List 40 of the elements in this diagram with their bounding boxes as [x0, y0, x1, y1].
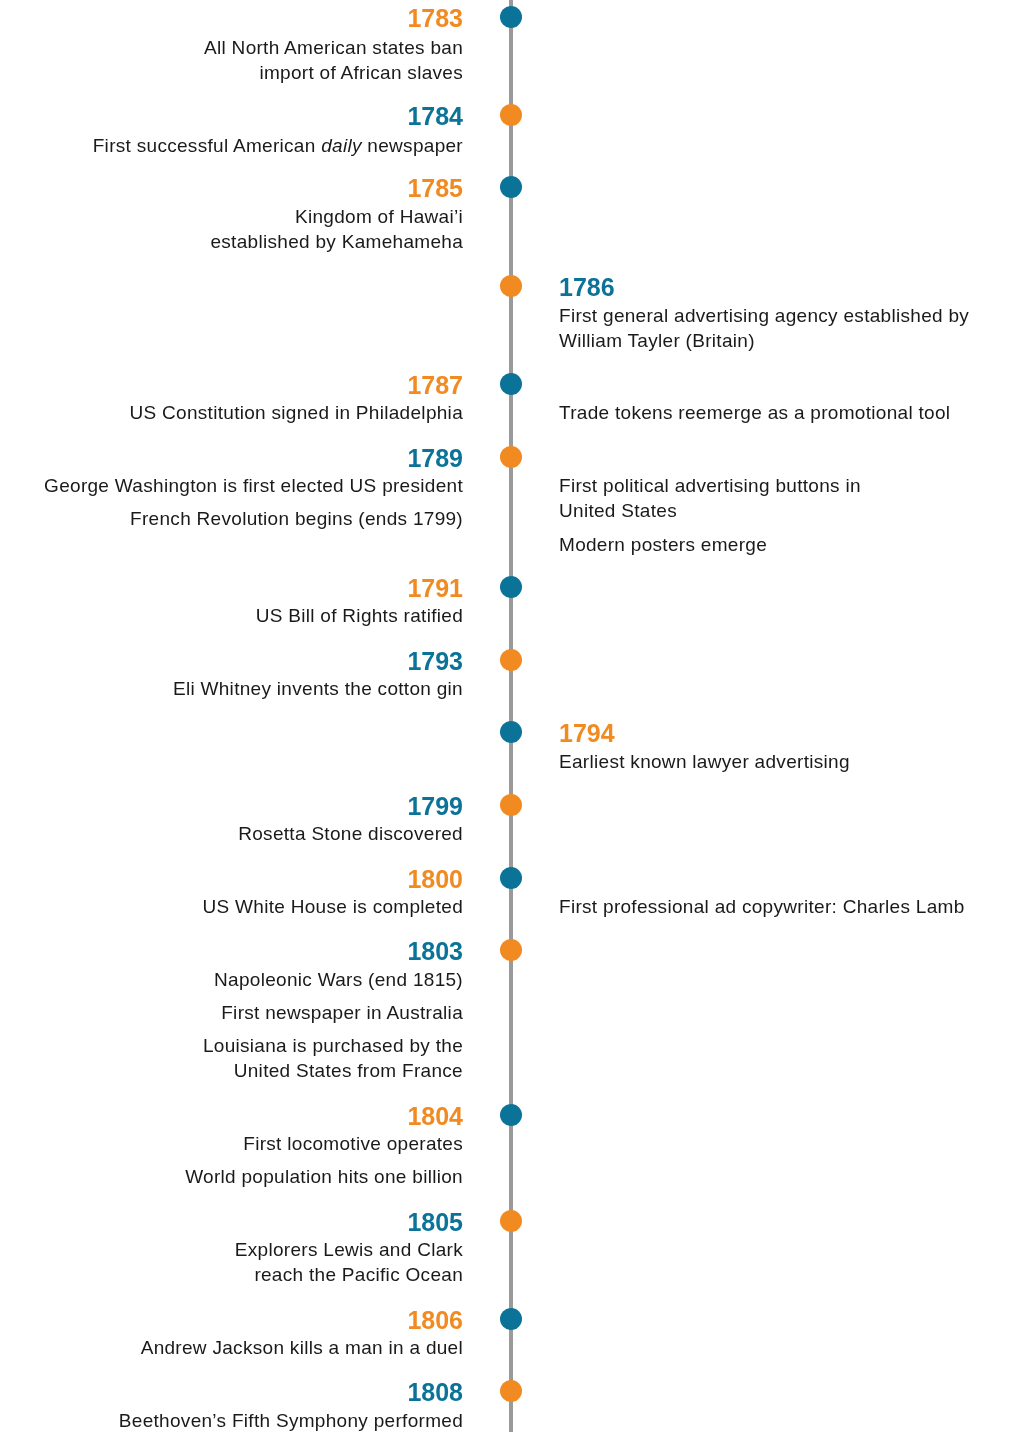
event-text: Louisiana is purchased by the United States from France — [201, 1034, 463, 1083]
event-text: George Washington is first elected US president — [44, 474, 463, 498]
year-label: 1806 — [407, 1306, 463, 1334]
year-label: 1793 — [407, 647, 463, 675]
event-text: First political advertising buttons in United States — [559, 474, 862, 523]
year-label: 1794 — [559, 719, 615, 747]
event-text: Trade tokens reemerge as a promotional tool — [559, 401, 951, 425]
event-text: US White House is completed — [202, 895, 463, 919]
year-label: 1805 — [407, 1208, 463, 1236]
event-text: Eli Whitney invents the cotton gin — [172, 677, 463, 701]
year-label: 1803 — [407, 937, 463, 965]
event-text: Napoleonic Wars (end 1815) — [214, 968, 463, 992]
year-label: 1804 — [407, 1102, 463, 1130]
year-label: 1800 — [407, 865, 463, 893]
event-text: Kingdom of Hawai’i established by Kamehameha — [209, 205, 463, 254]
year-label: 1787 — [407, 371, 463, 399]
event-text: Rosetta Stone discovered — [238, 822, 463, 846]
event-text: US Constitution signed in Philadelphia — [129, 401, 463, 425]
year-label: 1799 — [407, 792, 463, 820]
year-label: 1784 — [407, 102, 463, 130]
year-label: 1808 — [407, 1378, 463, 1406]
event-text: Andrew Jackson kills a man in a duel — [140, 1336, 463, 1360]
event-text: French Revolution begins (ends 1799) — [130, 507, 463, 531]
year-label: 1789 — [407, 444, 463, 472]
event-text: First professional ad copywriter: Charles Lamb — [559, 895, 965, 919]
year-label: 1783 — [407, 4, 463, 32]
event-text: Modern posters emerge — [559, 533, 767, 557]
event-text: First newspaper in Australia — [221, 1001, 463, 1025]
event-text: All North American states ban import of African slaves — [203, 36, 463, 85]
event-text: First general advertising agency established by William Tayler (Britain) — [559, 304, 971, 353]
event-text: World population hits one billion — [185, 1165, 463, 1189]
event-text: Earliest known lawyer advertising — [559, 750, 850, 774]
event-text: Beethoven’s Fifth Symphony performed — [118, 1409, 463, 1432]
event-text: First locomotive operates — [243, 1132, 463, 1156]
event-text: US Bill of Rights ratified — [255, 604, 463, 628]
year-label: 1786 — [559, 273, 615, 301]
event-text: First successful American daily newspaper — [92, 134, 463, 158]
year-label: 1785 — [407, 174, 463, 202]
year-label: 1791 — [407, 574, 463, 602]
event-text: Explorers Lewis and Clark reach the Pacific Ocean — [233, 1238, 463, 1287]
